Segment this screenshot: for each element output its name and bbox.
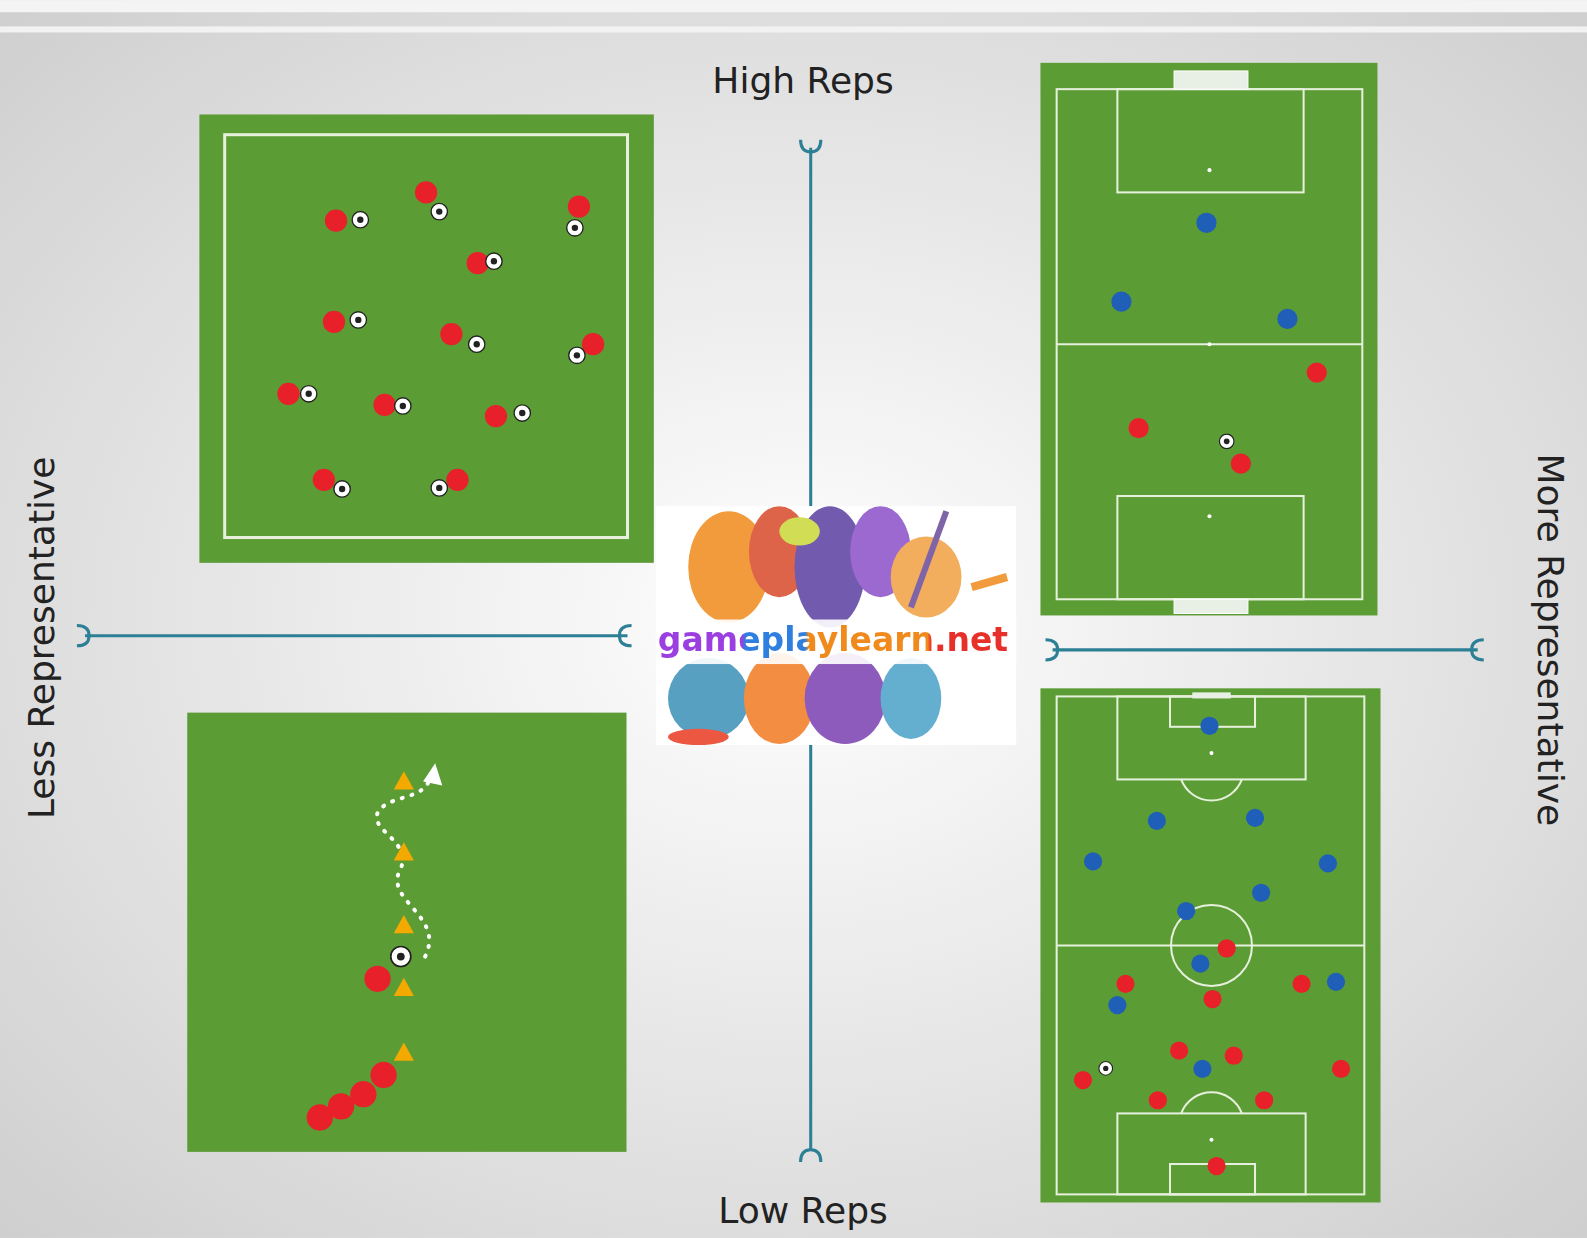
axis-label: Low Reps (718, 1191, 888, 1231)
axis-label: More Representative (1530, 454, 1570, 827)
axis-label: Less Representative (22, 457, 62, 820)
logo-text: gameplaylearn.net (658, 622, 1008, 658)
axis-label: High Reps (712, 61, 893, 101)
